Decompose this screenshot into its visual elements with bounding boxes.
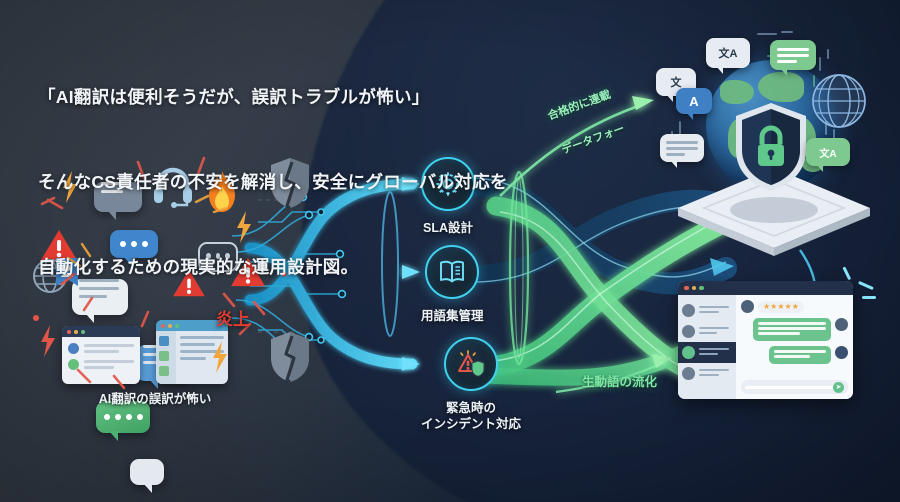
rating-row: ★★★★★ (741, 300, 848, 313)
avatar (835, 318, 848, 331)
spark-strokes (33, 156, 287, 390)
warning-triangle-icon (41, 230, 77, 260)
headline-line-2: そんなCS責任者の不安を解消し、安全にグローバル対応を (38, 171, 508, 192)
message-2-bubble (769, 346, 831, 364)
chat-body: ★★★★★ ➤ (678, 295, 853, 399)
warning-shield-icon (457, 350, 485, 377)
left-problem-cluster (18, 148, 314, 493)
fire-icon (209, 171, 235, 212)
chat-input-field[interactable] (745, 385, 833, 389)
window-minimize-dot[interactable] (691, 285, 696, 291)
window-close-dot[interactable] (684, 285, 689, 291)
spark-mark (862, 296, 876, 299)
translate-bubble-6-glyph: 文A (819, 148, 837, 160)
translate-bubble-2-glyph: 文 (670, 77, 682, 89)
flow-label-bottom: 生動語の流化 (582, 375, 658, 389)
chat-bubble-blue-icon (110, 230, 158, 266)
contact-3-lines (699, 347, 732, 358)
translate-bubble-5 (660, 134, 704, 168)
user-badge-icon (56, 258, 78, 286)
smiley-icon (682, 346, 695, 359)
contact-1-lines (699, 305, 732, 316)
rating-stars-glyphs: ★★★★★ (763, 301, 799, 311)
headline-line-1: 「AI翻訳は便利そうだが、誤訳トラブルが怖い」 (38, 86, 430, 107)
wireframe-globe-icon (812, 74, 866, 128)
globe-icon (682, 325, 695, 338)
headline-line-3: 自動化するための現実的な運用設計図。 (38, 256, 359, 277)
left-cluster-caption: AI翻訳の誤訳が怖い (98, 392, 212, 406)
browser-window-icon (62, 326, 140, 384)
window-maximize-dot[interactable] (699, 285, 704, 291)
translate-bubble-1: 文A (706, 38, 750, 74)
headline: 「AI翻訳は便利そうだが、誤訳トラブルが怖い」 そんなCS責任者の不安を解消し、… (38, 26, 508, 338)
warning-triangle-icon (173, 269, 205, 297)
translate-bubble-1-glyph: 文A (718, 48, 738, 60)
globe-icon (682, 367, 695, 380)
headset-icon (154, 167, 192, 208)
lightning-bolt-icon (213, 341, 227, 373)
node-incident[interactable]: 緊急時の インシデント対応 (421, 337, 521, 432)
contact-2[interactable] (678, 321, 736, 342)
chat-thread: ★★★★★ ➤ (736, 295, 853, 399)
chat-titlebar (678, 281, 853, 295)
rating-stars: ★★★★★ (758, 300, 804, 313)
contact-4[interactable] (678, 363, 736, 384)
message-1-bubble (753, 318, 831, 341)
translate-bubble-6: 文A (806, 138, 850, 172)
chat-contact-list (678, 295, 736, 399)
chat-bubble-white-small-icon (130, 459, 164, 493)
lightning-bolt-icon (63, 171, 77, 203)
secure-global-platform: 文A 文 A 文A (648, 26, 900, 276)
warning-triangle-icon (231, 257, 265, 287)
message-2 (741, 346, 848, 364)
contact-4-lines (699, 368, 732, 379)
chat-bubble-gray-icon (94, 182, 142, 220)
avatar (741, 300, 754, 313)
support-chat-window[interactable]: ★★★★★ ➤ (678, 281, 853, 399)
node-incident-circle (444, 337, 498, 391)
chat-bubble-green-icon (96, 401, 150, 441)
message-1 (741, 318, 848, 341)
translate-bubble-3: A (676, 88, 712, 120)
chat-bubble-white-icon (72, 279, 128, 323)
flame-text: 炎上 (216, 310, 250, 329)
avatar (835, 346, 848, 359)
translate-bubble-4 (770, 40, 816, 76)
contact-2-lines (699, 326, 732, 337)
chat-bubble-outline-dots (206, 252, 231, 260)
shield-lock-icon (736, 103, 806, 191)
send-icon[interactable]: ➤ (833, 381, 844, 393)
lightning-bolt-icon (41, 325, 55, 357)
browser-window-icon (156, 320, 228, 384)
contact-1[interactable] (678, 300, 736, 321)
node-incident-label: 緊急時の インシデント対応 (421, 401, 522, 431)
chat-input[interactable]: ➤ (741, 380, 848, 394)
translate-bubble-3-glyph: A (689, 93, 699, 109)
lightning-bolt-icon (237, 211, 251, 243)
person-icon (682, 304, 695, 317)
chat-bubble-outline-icon (198, 242, 238, 272)
contact-3[interactable] (678, 342, 736, 363)
